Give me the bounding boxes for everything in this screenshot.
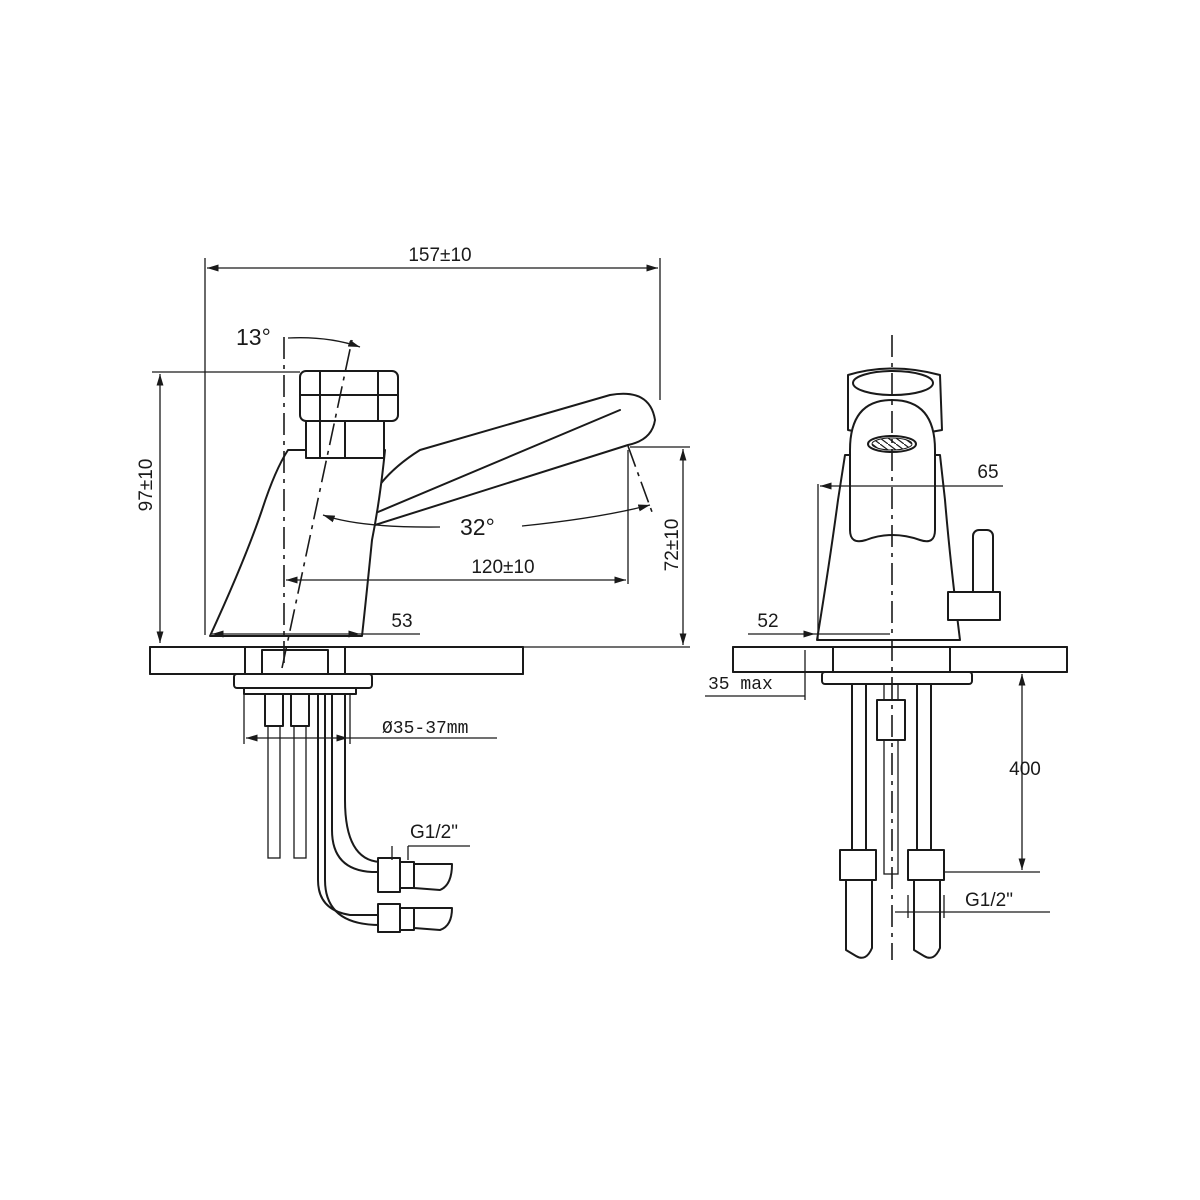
max-thickness-label: 35 max [708,675,773,695]
spout-reach-label: 120±10 [471,557,534,578]
front-dimensions: 65 52 35 max 400 G1/2" [705,462,1050,918]
spout-angle-label: 32° [460,514,495,540]
hose-length-label: 400 [1009,759,1041,780]
spout-height-label: 72±10 [662,519,683,572]
front-thread-label: G1/2" [965,890,1013,911]
mounting-nut-front [821,646,973,685]
faucet-body-side [209,337,656,669]
hoses-side [264,693,453,933]
hoses-front [839,683,945,959]
front-view: 65 52 35 max 400 G1/2" [705,335,1068,960]
overall-length-label: 157±10 [408,245,471,266]
faucet-body-front [816,335,1001,960]
hole-diameter-label: Ø35-37mm [382,719,468,739]
body-width-label: 65 [977,462,998,483]
lever-angle-label: 13° [236,324,271,350]
front-base-offset-label: 52 [757,611,778,632]
height-label: 97±10 [136,459,157,512]
mounting-nut-side [233,646,373,695]
side-base-offset-label: 53 [391,611,412,632]
side-dimensions: 157±10 13° 97±10 72±10 32° 120±10 [136,245,690,860]
side-view: 157±10 13° 97±10 72±10 32° 120±10 [136,245,690,933]
side-thread-label: G1/2" [410,822,458,843]
